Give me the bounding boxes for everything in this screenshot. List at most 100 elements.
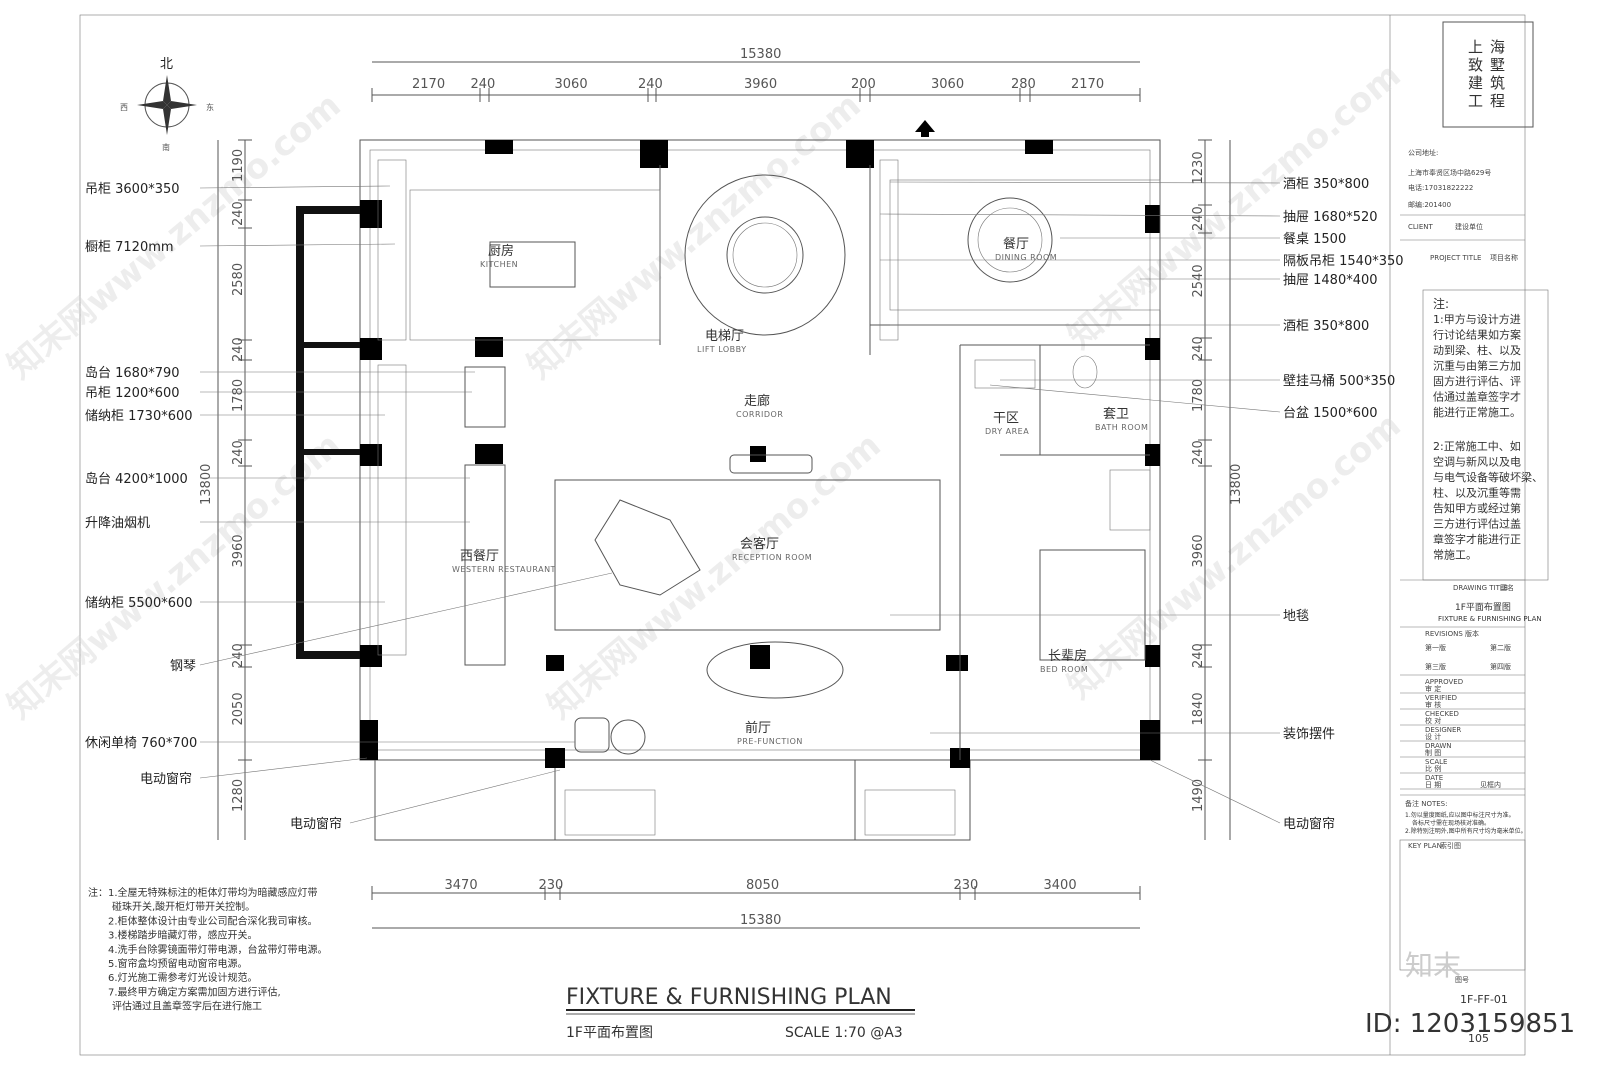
dim-left-segment: 240 bbox=[231, 337, 246, 362]
annotation-label-left: 休闲单椅 760*700 bbox=[85, 736, 197, 751]
tb-remark2: 2.除特别注明外,图中所有尺寸均为毫米单位。 bbox=[1405, 827, 1527, 835]
room-name: 会客厅 bbox=[740, 536, 779, 552]
dim-right-segment: 2540 bbox=[1191, 264, 1206, 297]
annotation-label-right: 台盆 1500*600 bbox=[1283, 406, 1378, 421]
dim-left-segment: 1780 bbox=[231, 379, 246, 412]
tb-note-line: 行讨论结果如方案 bbox=[1433, 328, 1521, 342]
tb-role-cn: 制 图 bbox=[1425, 748, 1441, 757]
compass-north-label: 北 bbox=[160, 57, 173, 72]
room-name-en: LIFT LOBBY bbox=[697, 345, 747, 354]
note-line: 3.楼梯踏步暗藏灯带，感应开关。 bbox=[108, 929, 258, 942]
drawing-title-block: FIXTURE & FURNISHING PLAN 1F平面布置图 SCALE … bbox=[566, 985, 915, 1041]
dim-left-segment: 3960 bbox=[231, 534, 246, 567]
dim-left-segment: 240 bbox=[231, 201, 246, 226]
room-name: 厨房 bbox=[488, 243, 514, 259]
brand-logo: 知末 bbox=[1405, 949, 1461, 982]
dim-top-total: 15380 bbox=[740, 47, 781, 62]
tb-note-line: 与电气设备等破坏梁、 bbox=[1433, 470, 1543, 484]
room-name: 干区 bbox=[993, 411, 1019, 426]
note-line: 注：1.全屋无特殊标注的柜体灯带均为暗藏感应灯带 bbox=[88, 886, 318, 899]
room-name-en: KITCHEN bbox=[480, 260, 518, 269]
tb-tel: 电话:17031822222 bbox=[1408, 183, 1473, 192]
company-name-char: 墅 bbox=[1490, 56, 1505, 74]
room-name: 长辈房 bbox=[1048, 648, 1087, 664]
compass-east-label: 东 bbox=[206, 102, 214, 112]
tb-remark1b: 各标尺寸需在现场核对准确。 bbox=[1412, 819, 1490, 827]
annotation-label-left: 吊柜 3600*350 bbox=[85, 182, 180, 197]
compass-south-label: 南 bbox=[162, 142, 170, 152]
tb-note-line: 2:正常施工中、如 bbox=[1433, 439, 1521, 453]
annotation-label-left: 储纳柜 5500*600 bbox=[85, 596, 193, 611]
tb-keyplan-cn: 索引图 bbox=[1440, 841, 1461, 850]
tb-role-cn: 比 例 bbox=[1425, 764, 1441, 773]
compass-rose: 北 南 西 东 bbox=[120, 57, 214, 152]
sheet-titleblock: 上海致墅建筑工程 公司地址: 上海市奉贤区场中路629号 电话:17031822… bbox=[1399, 21, 1549, 1045]
annotation-label-left: 岛台 1680*790 bbox=[85, 365, 180, 381]
annotation-label-left: 电动窗帘 bbox=[290, 816, 342, 832]
tb-keyplan: KEY PLAN bbox=[1408, 842, 1442, 850]
tb-drawing-title-cn: 图名 bbox=[1500, 583, 1514, 592]
dim-left-segment: 240 bbox=[231, 643, 246, 668]
tb-note-line: 空调与新风以及电 bbox=[1433, 455, 1521, 469]
dim-right-segment: 240 bbox=[1191, 336, 1206, 361]
annotation-label-right: 电动窗帘 bbox=[1283, 816, 1335, 832]
room-name-en: DINING ROOM bbox=[995, 253, 1057, 262]
tb-note-line: 1:甲方与设计方进 bbox=[1433, 312, 1521, 326]
note-line: 碰珠开关,酸开柜灯带开关控制。 bbox=[112, 900, 255, 913]
dim-right-segment: 1840 bbox=[1191, 692, 1206, 725]
dim-left-segment: 1190 bbox=[231, 149, 246, 182]
tb-zip: 邮编:201400 bbox=[1408, 200, 1451, 209]
note-line: 7.最终甲方确定方案需加固方进行评估, bbox=[108, 985, 281, 998]
room-name-en: RECEPTION ROOM bbox=[732, 553, 812, 562]
building-walls bbox=[296, 139, 1161, 841]
room-name-en: PRE-FUNCTION bbox=[737, 737, 803, 746]
dim-right-segment: 1490 bbox=[1191, 779, 1206, 812]
tb-page-no: 105 bbox=[1468, 1032, 1489, 1045]
dim-top-segment: 3960 bbox=[744, 77, 777, 92]
tb-role-cn: 审 核 bbox=[1425, 700, 1441, 709]
annotation-label-right: 酒柜 350*800 bbox=[1283, 177, 1369, 192]
tb-note-line: 常施工。 bbox=[1433, 549, 1477, 562]
dim-right-segment: 1780 bbox=[1191, 379, 1206, 412]
dim-right-total: 13800 bbox=[1229, 464, 1244, 505]
tb-revisions: REVISIONS bbox=[1425, 630, 1463, 638]
tb-drawing-name-en: FIXTURE & FURNISHING PLAN bbox=[1438, 615, 1542, 623]
dim-left-segment: 2050 bbox=[231, 692, 246, 725]
general-notes: 注：1.全屋无特殊标注的柜体灯带均为暗藏感应灯带碰珠开关,酸开柜灯带开关控制。2… bbox=[88, 886, 328, 1013]
annotation-label-right: 装饰摆件 bbox=[1283, 727, 1335, 742]
room-name: 西餐厅 bbox=[460, 548, 499, 564]
watermark: 知末网www.znzmo.com bbox=[1060, 55, 1409, 357]
tb-role: VERIFIED bbox=[1425, 694, 1457, 702]
tb-role-cn: 审 定 bbox=[1425, 684, 1441, 693]
dim-top-segment: 3060 bbox=[555, 77, 588, 92]
annotation-label-right: 酒柜 350*800 bbox=[1283, 319, 1369, 334]
tb-role: SCALE bbox=[1425, 758, 1447, 766]
room-name-en: DRY AREA bbox=[985, 427, 1029, 436]
annotation-label-left: 岛台 4200*1000 bbox=[85, 471, 188, 487]
room-name-en: BATH ROOM bbox=[1095, 423, 1148, 432]
dim-left-segment: 240 bbox=[231, 440, 246, 465]
tb-remarks: 备注 NOTES: bbox=[1405, 799, 1447, 808]
dim-left-total: 13800 bbox=[199, 464, 214, 505]
plan-title-cn: 1F平面布置图 bbox=[566, 1025, 653, 1041]
tb-role: DRAWN bbox=[1425, 742, 1452, 750]
room-name: 前厅 bbox=[745, 720, 771, 736]
company-name-char: 致 bbox=[1468, 56, 1483, 74]
company-name-char: 海 bbox=[1490, 38, 1505, 56]
annotation-label-left: 电动窗帘 bbox=[140, 771, 192, 787]
plan-title-en: FIXTURE & FURNISHING PLAN bbox=[566, 985, 892, 1010]
room-name: 餐厅 bbox=[1003, 236, 1029, 252]
dim-right-segment: 3960 bbox=[1191, 534, 1206, 567]
dim-top-segment: 3060 bbox=[931, 77, 964, 92]
tb-project-cn: 项目名称 bbox=[1490, 253, 1518, 262]
tb-drawing-no: 1F-FF-01 bbox=[1460, 993, 1508, 1006]
company-name-char: 筑 bbox=[1490, 74, 1505, 92]
note-line: 6.灯光施工需参考灯光设计规范。 bbox=[108, 971, 258, 984]
dim-right-segment: 1230 bbox=[1191, 151, 1206, 184]
note-line: 评估通过且盖章签字后在进行施工 bbox=[112, 1000, 262, 1013]
tb-revisions-cn: 版本 bbox=[1465, 629, 1479, 638]
